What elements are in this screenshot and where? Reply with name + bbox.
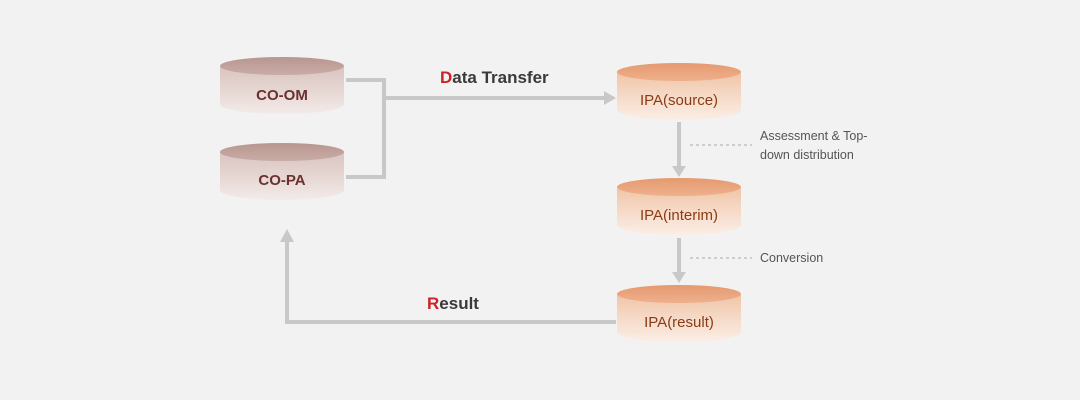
data-transfer-rest: ata Transfer (452, 68, 549, 87)
result-label: Result (427, 294, 479, 313)
connectors (285, 78, 681, 324)
note-leaders (690, 144, 752, 259)
result-arrowhead (280, 229, 294, 242)
ipa-interim-database: IPA(interim) (617, 178, 741, 235)
data-transfer-label: Data Transfer (440, 68, 549, 87)
ipa-result-database: IPA(result) (617, 285, 741, 342)
co-pa-label: CO-PA (258, 172, 305, 189)
ipa-interim-label: IPA(interim) (640, 207, 718, 224)
result-line (285, 240, 616, 324)
co-om-database: CO-OM (220, 57, 344, 114)
result-initial: R (427, 294, 439, 313)
ipa-source-label: IPA(source) (640, 92, 718, 109)
data-transfer-arrowhead (604, 91, 616, 105)
result-rest: esult (439, 294, 479, 313)
ipa-result-label: IPA(result) (644, 314, 714, 331)
assessment-note-line2: down distribution (760, 148, 854, 162)
data-transfer-initial: D (440, 68, 452, 87)
arrowheads (280, 91, 686, 283)
co-om-label: CO-OM (256, 87, 308, 104)
assessment-note-line1: Assessment & Top- (760, 129, 867, 143)
data-transfer-connector (346, 78, 386, 179)
source-to-interim-arrowhead (672, 166, 686, 177)
conversion-note: Conversion (760, 251, 823, 265)
interim-to-result-arrowhead (672, 272, 686, 283)
co-pa-database: CO-PA (220, 143, 344, 200)
ipa-source-database: IPA(source) (617, 63, 741, 120)
